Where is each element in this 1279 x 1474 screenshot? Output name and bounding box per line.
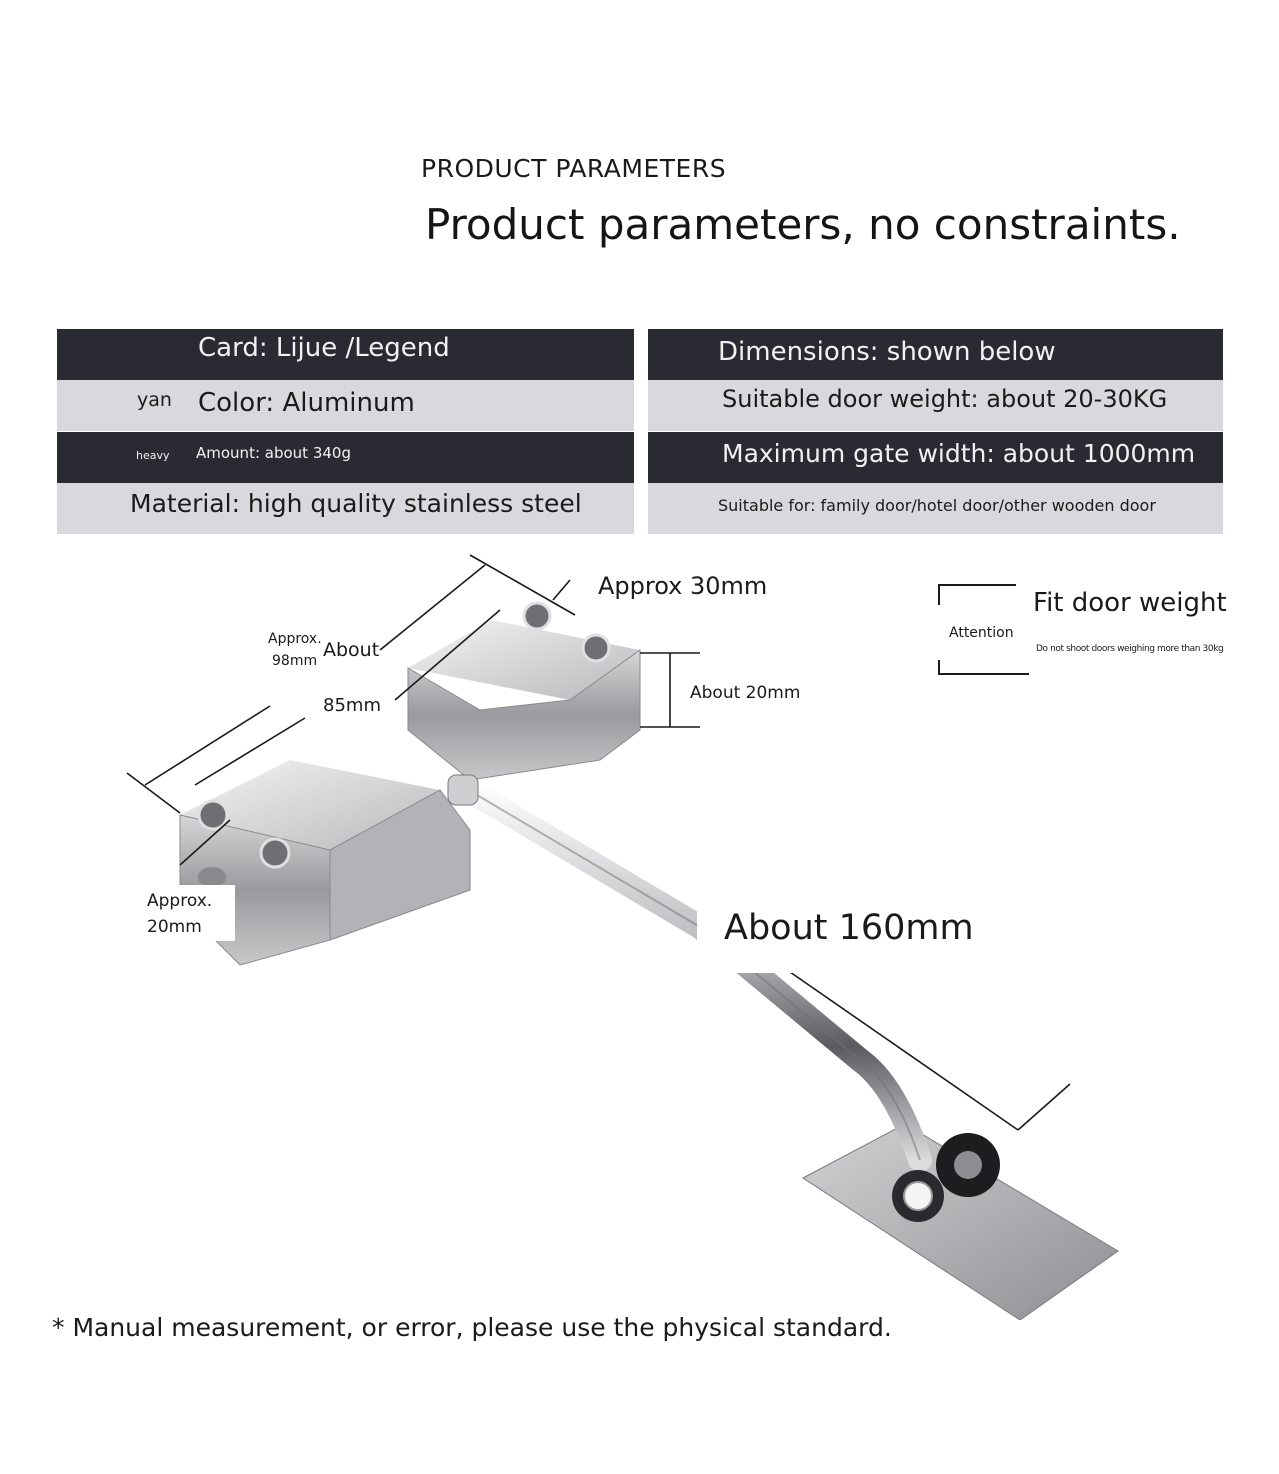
color-value: Color: Aluminum — [198, 388, 415, 418]
section-label: PRODUCT PARAMETERS — [421, 154, 727, 183]
door-weight-value: Suitable door weight: about 20-30KG — [722, 385, 1168, 413]
adjustment-screw — [198, 867, 226, 887]
param-row-door-weight: Suitable door weight: about 20-30KG — [648, 380, 1223, 431]
param-row-brand: Card: Lijue /Legend — [57, 329, 634, 380]
param-row-suitable-for: Suitable for: family door/hotel door/oth… — [648, 483, 1223, 534]
dim-label-30mm: Approx 30mm — [598, 572, 768, 600]
dim-label-160mm: About 160mm — [724, 908, 974, 948]
color-prefix: yan — [137, 389, 172, 411]
footnote: * Manual measurement, or error, please u… — [52, 1313, 892, 1342]
screw-hole — [197, 799, 229, 831]
dimension-lines — [126, 554, 1071, 1131]
param-row-weight: heavy Amount: about 340g — [57, 432, 634, 483]
fit-door-weight-title: Fit door weight — [1033, 588, 1227, 618]
dimensions-value: Dimensions: shown below — [718, 337, 1056, 367]
param-row-color: yan Color: Aluminum — [57, 380, 634, 431]
dim-label-20mm-value: 20mm — [147, 917, 202, 937]
door-closer-illustration — [126, 554, 1119, 1320]
weight-prefix: heavy — [136, 449, 170, 462]
screw-hole — [259, 837, 291, 869]
screw-hole — [522, 601, 552, 631]
dim-label-85mm-about: About — [323, 639, 380, 661]
param-row-dimensions: Dimensions: shown below — [648, 329, 1223, 380]
brand-value: Card: Lijue /Legend — [198, 333, 450, 363]
dim-label-20mm-height: About 20mm — [690, 683, 801, 703]
attention-label: Attention — [949, 625, 1014, 641]
suitable-for-value: Suitable for: family door/hotel door/oth… — [718, 496, 1156, 515]
mounting-plate — [802, 1123, 1119, 1320]
dim-label-98mm-value: 98mm — [272, 653, 318, 669]
page-title: Product parameters, no constraints. — [425, 200, 1181, 249]
attention-bracket — [938, 584, 1029, 675]
param-row-gate-width: Maximum gate width: about 1000mm — [648, 432, 1223, 483]
param-row-material: Material: high quality stainless steel — [57, 483, 634, 534]
dim-label-20mm-approx: Approx. — [147, 891, 213, 911]
attention-note: Do not shoot doors weighing more than 30… — [1036, 644, 1224, 654]
dim-label-98mm-approx: Approx. — [268, 631, 322, 647]
material-value: Material: high quality stainless steel — [130, 489, 582, 518]
screw-hole — [581, 633, 611, 663]
weight-value: Amount: about 340g — [196, 444, 351, 462]
dim-label-85mm-value: 85mm — [323, 695, 381, 716]
gate-width-value: Maximum gate width: about 1000mm — [722, 439, 1196, 468]
